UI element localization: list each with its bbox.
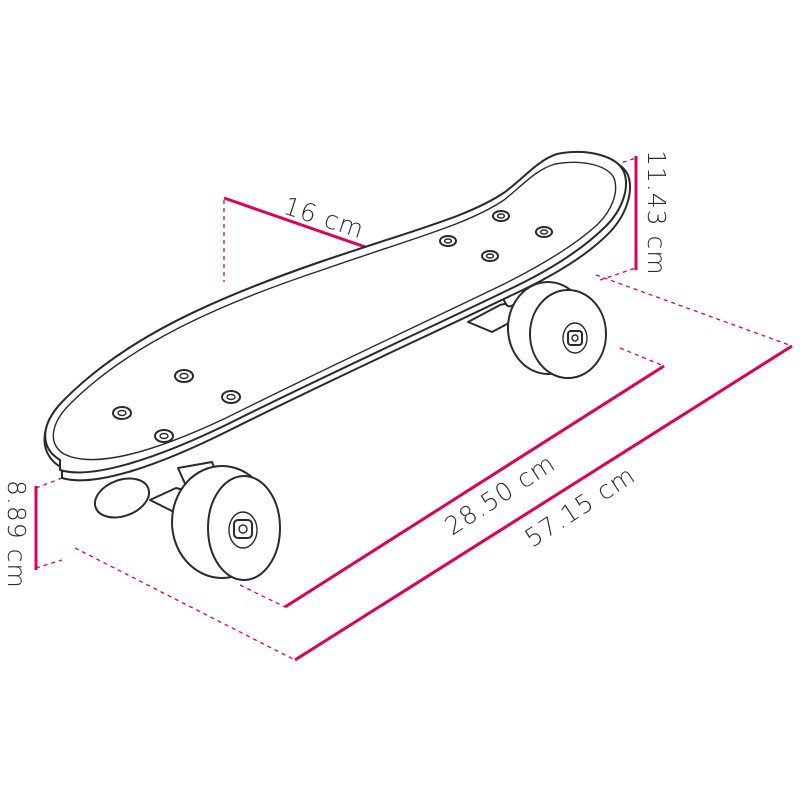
wheelbase-ext-right: [619, 347, 665, 367]
extension-lines: [35, 157, 793, 661]
deck-top: [44, 151, 627, 474]
rear-height-ext-bottom: [35, 559, 63, 569]
bolt-icon: [535, 226, 553, 238]
bolt-icon: [481, 250, 499, 262]
deck-inner-rim: [52, 161, 617, 461]
bolt-icon: [154, 429, 174, 443]
bolt-icon: [492, 210, 510, 222]
front-height-label: 11.43 cm: [642, 150, 671, 276]
length-ext-right: [595, 274, 793, 347]
wheelbase-ext-left: [239, 584, 286, 608]
length-ext-left: [74, 547, 296, 661]
bolt-icon: [221, 390, 241, 404]
front-height-ext-bottom: [599, 267, 637, 281]
front-right-wheel: [507, 281, 607, 379]
bolt-icon: [112, 406, 132, 420]
rear-height-label: 8.89 cm: [2, 480, 31, 589]
rear-bolts: [112, 369, 241, 443]
rear-left-wheel: [93, 477, 151, 519]
front-bolts: [439, 210, 553, 262]
width-label: 16 cm: [280, 191, 368, 244]
wheelbase-dimension-line: [284, 364, 665, 609]
bolt-icon: [174, 369, 194, 383]
bolt-icon: [439, 235, 457, 247]
length-dimension-line: [294, 344, 793, 662]
skateboard: [43, 151, 631, 581]
rear-right-wheel: [171, 465, 281, 581]
rear-height-ext-top: [35, 477, 63, 489]
